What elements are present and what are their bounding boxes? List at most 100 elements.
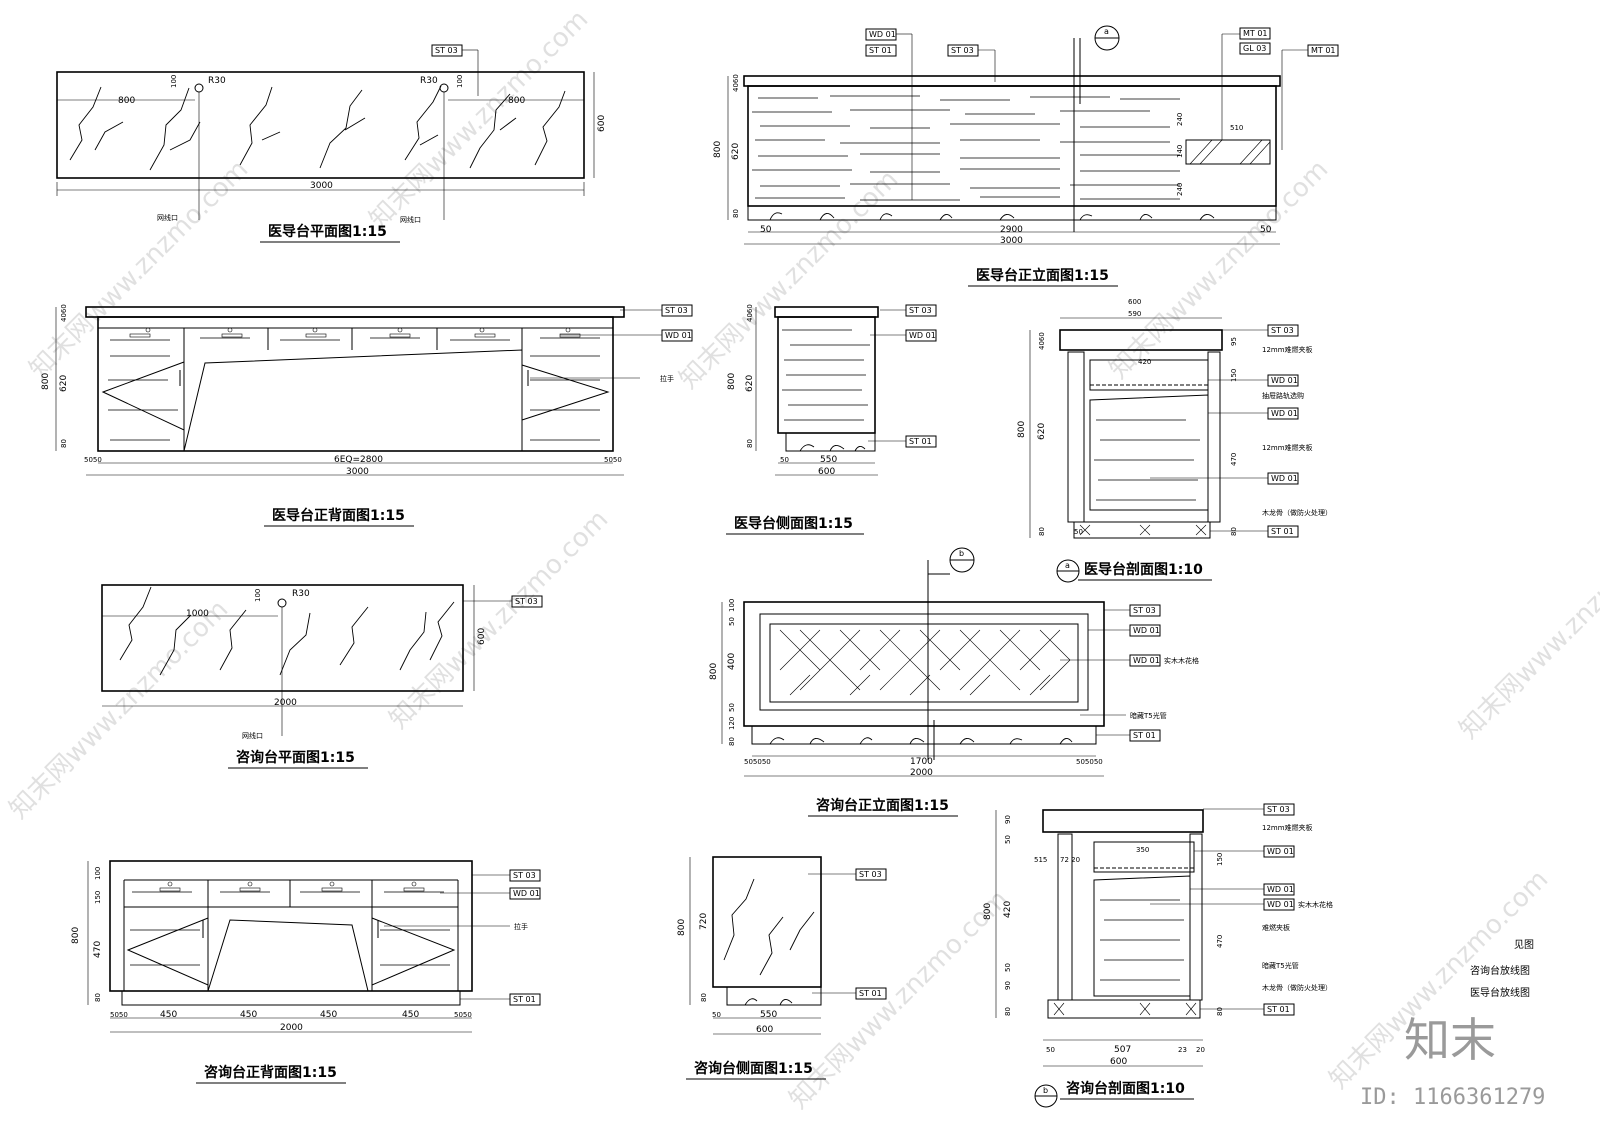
svg-text:见图: 见图 [1514,939,1534,951]
svg-text:95: 95 [1230,337,1238,346]
svg-text:GL 03: GL 03 [1243,44,1266,53]
svg-text:MT 01: MT 01 [1243,29,1268,38]
svg-text:ST 03: ST 03 [951,46,974,55]
knee-opening [183,349,523,452]
svg-text:ST 01: ST 01 [1267,1005,1290,1014]
svg-text:木龙骨（做防火处理）: 木龙骨（做防火处理） [1262,508,1332,517]
svg-text:420: 420 [1003,901,1013,918]
svg-text:510: 510 [1230,124,1243,132]
title-consult-front: 咨询台正立面图1:15 [816,797,949,814]
svg-text:3000: 3000 [346,467,369,477]
svg-text:ST 01: ST 01 [859,989,882,998]
svg-text:12mm难燃夹板: 12mm难燃夹板 [1262,823,1313,832]
svg-text:80: 80 [728,737,736,746]
knee-opening [207,919,369,992]
svg-text:ST 01: ST 01 [1133,731,1156,740]
svg-text:80: 80 [1230,527,1238,536]
svg-text:ST 03: ST 03 [909,306,932,315]
svg-text:620: 620 [745,375,755,392]
svg-text:WD 01: WD 01 [513,889,540,898]
svg-text:80: 80 [1216,1007,1224,1016]
svg-text:ST 01: ST 01 [869,46,892,55]
svg-text:MT 01: MT 01 [1311,46,1336,55]
svg-text:5050: 5050 [604,456,622,464]
svg-text:800: 800 [41,373,51,390]
svg-text:网线口: 网线口 [157,213,178,222]
svg-text:50: 50 [712,1011,721,1019]
svg-text:720: 720 [699,913,709,930]
svg-text:ST 03: ST 03 [513,871,536,880]
svg-text:120: 120 [728,717,736,730]
svg-text:12mm难燃夹板: 12mm难燃夹板 [1262,345,1313,354]
svg-text:505050: 505050 [744,758,771,766]
brand-id: ID: 1166361279 [1360,1085,1545,1110]
brand-logo: 知末 [1404,1013,1496,1067]
svg-text:ST 03: ST 03 [1271,326,1294,335]
svg-text:800: 800 [677,919,687,936]
consult-plan-view: R30 100 1000 2000 600 网线口 ST 03 咨询台平面图1:… [101,584,543,769]
svg-text:WD 01: WD 01 [1271,376,1298,385]
svg-text:507: 507 [1114,1045,1131,1055]
svg-text:4060: 4060 [1038,332,1046,350]
svg-text:WD 01: WD 01 [909,331,936,340]
svg-text:23: 23 [1178,1046,1187,1054]
watermark-text: 知末网www.znzmo.com [24,154,255,385]
svg-text:ST 03: ST 03 [1133,606,1156,615]
svg-text:100: 100 [254,589,262,602]
consult-side-elevation: 720 80 800 50 550 600 ST 03 ST 01 咨询台侧面图… [677,856,887,1080]
reference-note: 见图 咨询台放线图 医导台放线图 [1470,939,1534,999]
svg-text:240: 240 [1176,183,1184,196]
title-consult-side: 咨询台侧面图1:15 [694,1060,813,1077]
svg-text:800: 800 [983,903,993,920]
watermark-text: 知末网www.znzmo.com [784,884,1015,1115]
svg-text:80: 80 [1004,1007,1012,1016]
svg-text:800: 800 [118,96,135,106]
svg-text:ST 03: ST 03 [1267,805,1290,814]
marble-veins [69,85,566,171]
svg-text:WD 01: WD 01 [1133,656,1160,665]
svg-text:实木木花格: 实木木花格 [1298,900,1333,909]
svg-text:木龙骨（做防火处理）: 木龙骨（做防火处理） [1262,983,1332,992]
svg-text:50: 50 [1004,835,1012,844]
svg-text:470: 470 [1216,935,1224,948]
svg-text:R30: R30 [208,76,226,86]
svg-text:a: a [1104,27,1109,36]
svg-text:5050: 5050 [454,1011,472,1019]
svg-text:450: 450 [320,1010,337,1020]
guide-back-elevation: 5050 6EQ=2800 5050 3000 4060 620 800 80 … [41,304,693,527]
svg-text:5050: 5050 [84,456,102,464]
svg-text:医导台放线图: 医导台放线图 [1470,986,1530,999]
svg-text:b: b [1043,1086,1048,1095]
svg-text:暗藏T5光管: 暗藏T5光管 [1130,711,1167,720]
brand-watermark: 知末 ID: 1166361279 [1360,1013,1545,1110]
svg-text:3000: 3000 [1000,236,1023,246]
svg-text:515: 515 [1034,856,1047,864]
title-guide-plan: 医导台平面图1:15 [268,223,387,240]
svg-text:80: 80 [732,209,740,218]
svg-text:450: 450 [240,1010,257,1020]
svg-text:网线口: 网线口 [400,215,421,224]
svg-text:ST 03: ST 03 [859,870,882,879]
svg-text:咨询台放线图: 咨询台放线图 [1470,964,1530,977]
svg-text:400: 400 [727,653,737,670]
drawer [1089,359,1209,391]
title-guide-back: 医导台正背面图1:15 [272,507,405,524]
svg-text:350: 350 [1136,846,1149,854]
watermark-text: 知末网www.znzmo.com [4,594,235,825]
svg-text:600: 600 [1110,1057,1127,1067]
title-consult-section: 咨询台剖面图1:10 [1066,1080,1185,1097]
svg-text:ST 03: ST 03 [665,306,688,315]
svg-text:800: 800 [1017,421,1027,438]
watermark-text: 知末网www.znzmo.com [1454,514,1600,745]
svg-text:550: 550 [820,455,837,465]
title-guide-section: 医导台剖面图1:10 [1084,561,1203,578]
watermark-text: 知末网www.znzmo.com [364,4,595,235]
consult-back-elevation: 5050 450 450 450 450 5050 2000 100 150 4… [71,860,541,1084]
material-tag-st03 [431,44,463,57]
svg-text:WD 01: WD 01 [1133,626,1160,635]
consult-front-elevation: b 505050 1700 505050 2000 50 100 400 50 … [709,547,1199,817]
svg-text:100: 100 [170,75,178,88]
svg-text:WD 01: WD 01 [869,30,896,39]
svg-text:R30: R30 [420,76,438,86]
